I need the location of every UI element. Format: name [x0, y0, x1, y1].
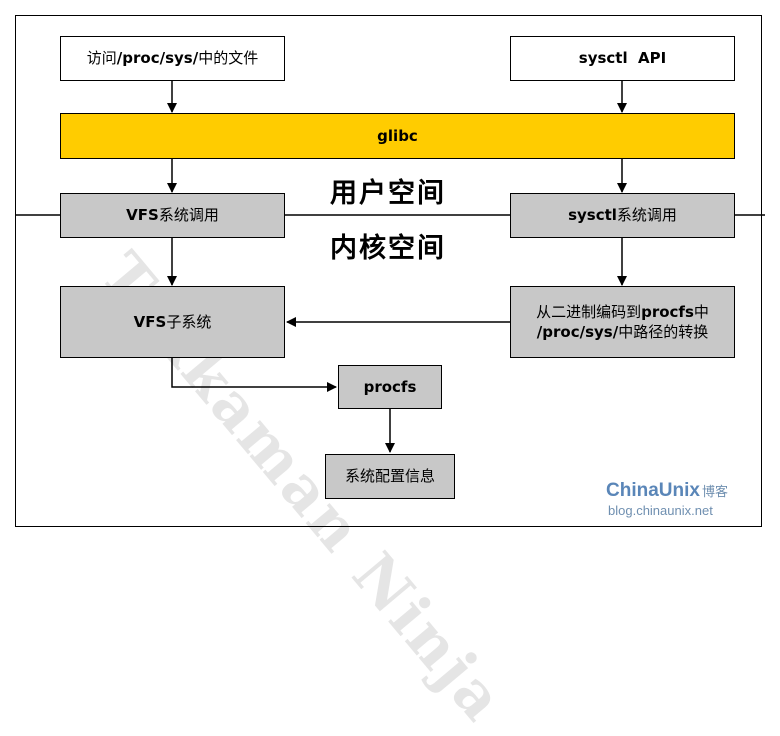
- access-label-path: /proc/sys/: [116, 49, 199, 68]
- access-proc-sys-box: 访问/proc/sys/中的文件: [60, 36, 285, 81]
- user-space-label: 用户空间: [330, 178, 446, 209]
- vfs-syscall-box: VFS系统调用: [60, 193, 285, 238]
- procfs-label: procfs: [363, 377, 417, 396]
- vfs-subsystem-box: VFS子系统: [60, 286, 285, 358]
- sysconfig-info-box: 系统配置信息: [325, 454, 455, 499]
- sysconfig-label: 系统配置信息: [344, 467, 435, 486]
- convert-line2-post: 中路径的转换: [618, 323, 709, 341]
- connector-layer: [15, 81, 765, 453]
- vfs-subsystem-label-bold: VFS: [133, 312, 167, 331]
- logo-url: blog.chinaunix.net: [608, 503, 713, 518]
- convert-line1-pre: 从二进制编码到: [536, 302, 642, 321]
- binary-to-path-conversion-box: 从二进制编码到procfs中 /proc/sys/中路径的转换: [510, 286, 735, 358]
- diagram-frame: [15, 15, 762, 527]
- glibc-box: glibc: [60, 113, 735, 159]
- access-label-pre: 访问: [86, 49, 117, 68]
- kernel-space-label: 内核空间: [330, 233, 446, 264]
- sysctl-syscall-label-bold: sysctl: [568, 206, 617, 225]
- sysctl-syscall-label-post: 系统调用: [616, 206, 677, 225]
- sysctl-api-label: sysctl API: [578, 49, 667, 68]
- vfs-syscall-label-bold: VFS: [126, 206, 159, 225]
- sysctl-api-box: sysctl API: [510, 36, 735, 81]
- vfs-syscall-label-post: 系统调用: [158, 206, 219, 225]
- convert-line1-post: 中: [693, 302, 709, 321]
- convert-line2-bold: /proc/sys/: [536, 323, 619, 341]
- vfs-subsystem-label-post: 子系统: [166, 312, 212, 331]
- sysctl-syscall-box: sysctl系统调用: [510, 193, 735, 238]
- convert-line1-bold: procfs: [641, 302, 694, 321]
- procfs-box: procfs: [338, 365, 442, 409]
- glibc-label: glibc: [377, 126, 418, 145]
- access-label-post: 中的文件: [198, 49, 259, 68]
- arrow-vfs-subsystem-to-procfs: [171, 358, 337, 392]
- logo-brand-cn: 博客: [701, 485, 728, 500]
- logo-brand: ChinaUnix: [606, 480, 700, 501]
